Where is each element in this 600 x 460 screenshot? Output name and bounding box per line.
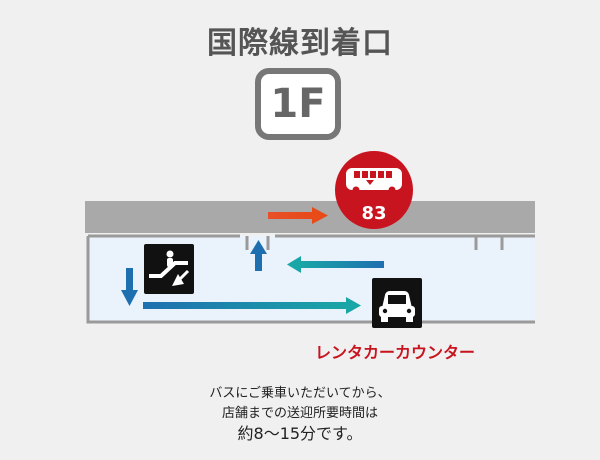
- bus-icon: [346, 168, 402, 194]
- note-line-1: バスにご乗車いただいてから、: [209, 386, 391, 401]
- floor-map: 83: [85, 151, 535, 328]
- note-line-3: 約8〜15分です。: [237, 424, 363, 443]
- arrow-down: [121, 268, 138, 306]
- exit-door: [245, 236, 270, 250]
- escalator-down-icon: [144, 244, 194, 294]
- wall-pillar: [474, 236, 504, 250]
- arrow-right-to-counter: [143, 297, 361, 314]
- arrow-to-bus: [268, 207, 328, 224]
- bus-stop-number: 83: [361, 203, 386, 224]
- page-title: 国際線到着口: [207, 26, 393, 61]
- bus-stop-marker: 83: [335, 151, 413, 229]
- arrow-left: [287, 256, 384, 273]
- note-line-2: 店舗までの送迎所要時間は: [221, 406, 378, 421]
- rental-car-counter-label: レンタカーカウンター: [314, 343, 475, 362]
- floor-badge: 1F: [255, 68, 341, 140]
- car-icon: [372, 278, 422, 328]
- transfer-time-note: バスにご乗車いただいてから、 店舗までの送迎所要時間は 約8〜15分です。: [150, 384, 450, 444]
- arrow-exit-up: [250, 240, 267, 271]
